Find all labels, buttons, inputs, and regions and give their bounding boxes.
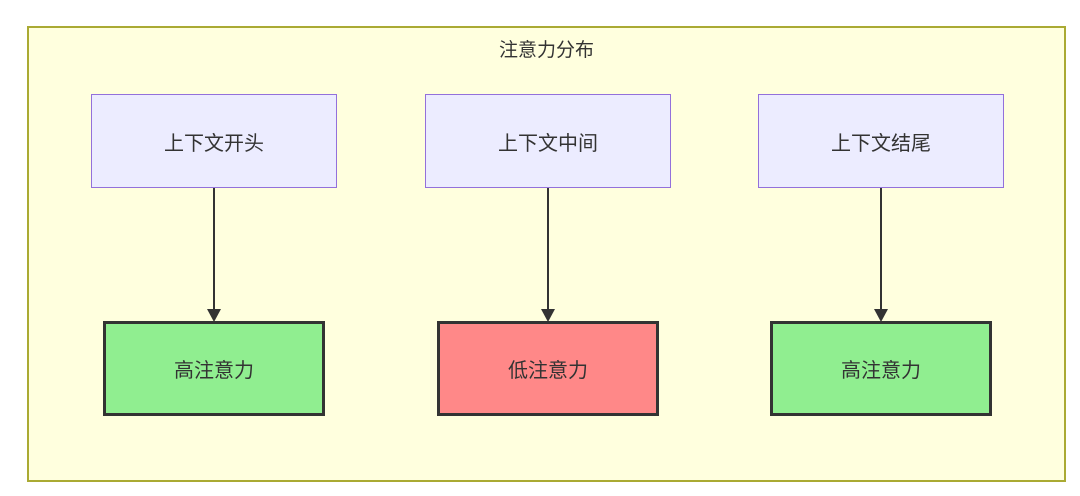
diagram-column-context-end: 上下文结尾 高注意力 [758, 94, 1004, 416]
source-node-context-end: 上下文结尾 [758, 94, 1004, 188]
arrow-line [213, 188, 215, 310]
down-arrow [874, 188, 888, 322]
attention-distribution-subgraph: 注意力分布 上下文开头 高注意力 上下文中间 低注意力 上下文结尾 高注意力 [27, 26, 1066, 482]
result-node-high-attention-left: 高注意力 [103, 321, 325, 416]
diagram-column-context-middle: 上下文中间 低注意力 [425, 94, 671, 416]
down-arrow [207, 188, 221, 322]
arrowhead-icon [541, 309, 555, 322]
arrowhead-icon [874, 309, 888, 322]
source-node-context-middle: 上下文中间 [425, 94, 671, 188]
result-node-high-attention-right: 高注意力 [770, 321, 992, 416]
diagram-column-context-start: 上下文开头 高注意力 [91, 94, 337, 416]
down-arrow [541, 188, 555, 322]
arrowhead-icon [207, 309, 221, 322]
arrow-line [547, 188, 549, 310]
diagram-title: 注意力分布 [498, 40, 594, 61]
arrow-line [880, 188, 882, 310]
source-node-context-start: 上下文开头 [91, 94, 337, 188]
result-node-low-attention-middle: 低注意力 [437, 321, 659, 416]
